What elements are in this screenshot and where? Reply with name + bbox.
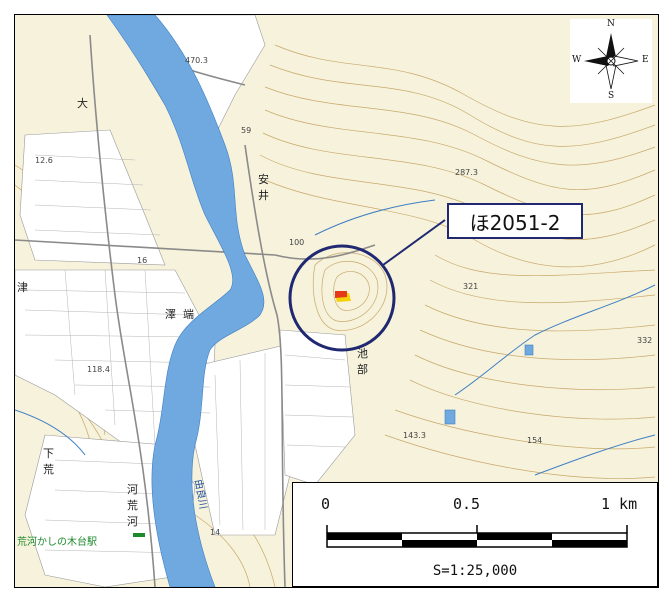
place-name: 井 <box>258 188 269 202</box>
spot-height: 332 <box>637 336 652 345</box>
spot-height: 12.6 <box>35 156 53 165</box>
spot-height: 16 <box>137 256 147 265</box>
compass-east: E <box>642 55 649 65</box>
place-name: 津 <box>17 281 28 294</box>
place-name: 端 <box>183 308 194 321</box>
scale-bar: 0 0.5 1 km S=1:25,000 <box>292 482 658 587</box>
place-name: 河 <box>127 515 138 528</box>
streams <box>15 199 656 476</box>
compass-rose: N S W E <box>570 19 652 103</box>
spot-height: 143.3 <box>403 431 426 440</box>
site-callout-label: ほ2051-2 <box>447 203 583 239</box>
place-name: 河 <box>127 483 138 496</box>
spot-height: 14 <box>210 528 220 537</box>
place-name: 部 <box>357 362 368 376</box>
place-name: 安 <box>258 172 269 186</box>
pond <box>524 344 534 356</box>
scale-ratio: S=1:25,000 <box>432 563 518 579</box>
place-name: 荒 <box>127 499 138 512</box>
spot-height: 287.3 <box>455 168 478 177</box>
site-circle <box>288 244 396 352</box>
map-frame: 安 井 池 部 津 澤 端 下 荒 河 荒 河 大 287.3 321 332 … <box>14 14 659 588</box>
topographic-map[interactable]: 安 井 池 部 津 澤 端 下 荒 河 荒 河 大 287.3 321 332 … <box>15 15 658 587</box>
pond <box>444 409 456 425</box>
scale-bar-graphic <box>326 525 628 548</box>
place-name: 澤 <box>165 308 176 321</box>
place-name: 大 <box>77 96 88 110</box>
compass-icon <box>584 33 639 90</box>
scale-tick-end: 1 km <box>601 495 638 513</box>
compass-west: W <box>572 55 582 65</box>
spot-height: 154 <box>527 436 542 445</box>
spot-height: 321 <box>463 282 478 291</box>
spot-height: 59 <box>241 126 251 135</box>
scale-tick-0: 0 <box>321 495 331 513</box>
station-icon <box>133 533 145 537</box>
compass-south: S <box>608 91 615 101</box>
scale-tick-mid: 0.5 <box>453 495 481 513</box>
spot-height: 100 <box>289 238 304 247</box>
river <box>106 15 265 587</box>
spot-height: 470.3 <box>185 56 208 65</box>
station-name: 荒河かしの木台駅 <box>17 535 97 548</box>
place-name: 下 <box>43 447 54 460</box>
site-marker[interactable] <box>335 291 351 302</box>
compass-north: N <box>607 19 615 29</box>
place-name: 荒 <box>43 463 54 476</box>
callout-leader-line <box>382 219 446 266</box>
spot-height: 118.4 <box>87 365 110 374</box>
place-name: 池 <box>357 347 368 360</box>
